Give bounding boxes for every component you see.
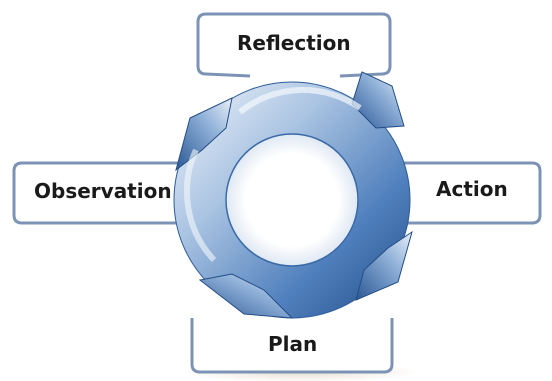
arrow-plan-to-observation xyxy=(198,273,294,319)
observation-box xyxy=(12,161,182,225)
plan-box xyxy=(190,318,394,374)
action-box xyxy=(400,161,542,225)
stage-label-action: Action xyxy=(436,177,508,201)
cycle-ring xyxy=(173,71,413,319)
stage-label-observation: Observation xyxy=(34,179,172,203)
arrow-action-to-plan xyxy=(355,230,413,301)
reflection-box-base xyxy=(196,60,392,78)
arrow-reflection-to-action xyxy=(351,71,405,129)
stage-label-plan: Plan xyxy=(268,332,318,356)
reflection-box xyxy=(196,12,392,60)
stage-label-reflection: Reflection xyxy=(237,31,351,55)
